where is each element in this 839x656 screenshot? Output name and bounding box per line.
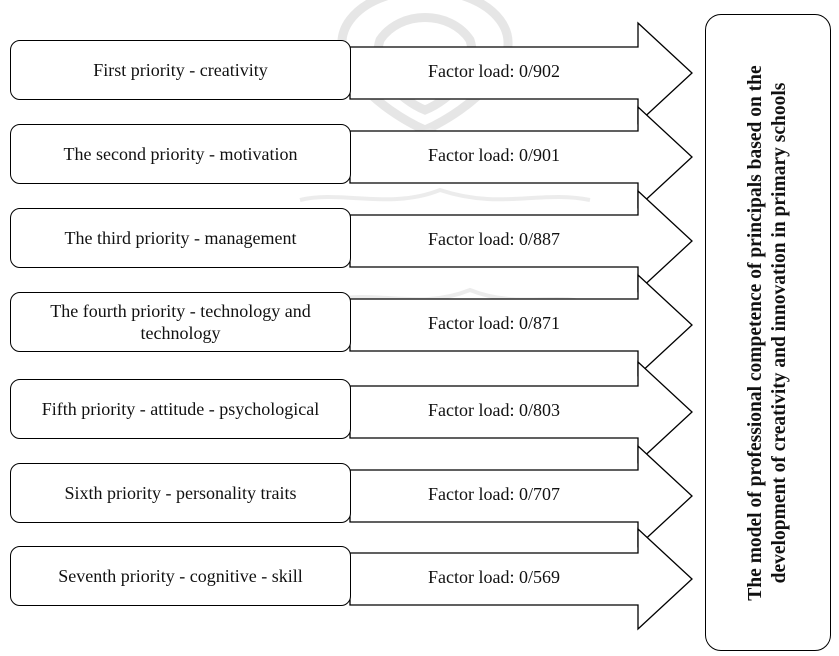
priority-label: The fourth priority - technology and tec… <box>50 301 311 343</box>
priority-box-5: Fifth priority - attitude - psychologica… <box>10 379 351 439</box>
priority-box-6: Sixth priority - personality traits <box>10 463 351 523</box>
factor-load-label: Factor load: 0/871 <box>428 313 560 333</box>
arrow-2 <box>349 105 693 209</box>
arrow-5 <box>349 360 693 464</box>
factor-load-label: Factor load: 0/887 <box>428 229 560 249</box>
arrow-1 <box>349 21 693 125</box>
priority-box-3: The third priority - management <box>10 208 351 268</box>
priority-label: Fifth priority - attitude - psychologica… <box>41 399 320 419</box>
priority-box-2: The second priority - motivation <box>10 124 351 184</box>
model-title: The model of professional competence of … <box>745 64 790 601</box>
factor-load-label: Factor load: 0/902 <box>428 61 560 81</box>
model-box: The model of professional competence of … <box>705 14 831 651</box>
factor-load-label: Factor load: 0/901 <box>428 145 560 165</box>
factor-load-label: Factor load: 0/707 <box>428 484 560 504</box>
priority-label: The third priority - management <box>64 228 297 248</box>
arrow-7 <box>349 527 693 631</box>
factor-load-label: Factor load: 0/569 <box>428 567 560 587</box>
priority-box-7: Seventh priority - cognitive - skill <box>10 546 351 606</box>
priority-box-1: First priority - creativity <box>10 40 351 100</box>
priority-label: The second priority - motivation <box>63 144 298 164</box>
arrow-4 <box>349 273 693 377</box>
priority-label: Seventh priority - cognitive - skill <box>58 566 303 586</box>
arrow-6 <box>349 444 693 548</box>
arrow-3 <box>349 189 693 293</box>
factor-load-label: Factor load: 0/803 <box>428 400 560 420</box>
priority-label: First priority - creativity <box>93 60 268 80</box>
priority-label: Sixth priority - personality traits <box>64 483 297 503</box>
priority-box-4: The fourth priority - technology and tec… <box>10 292 351 352</box>
